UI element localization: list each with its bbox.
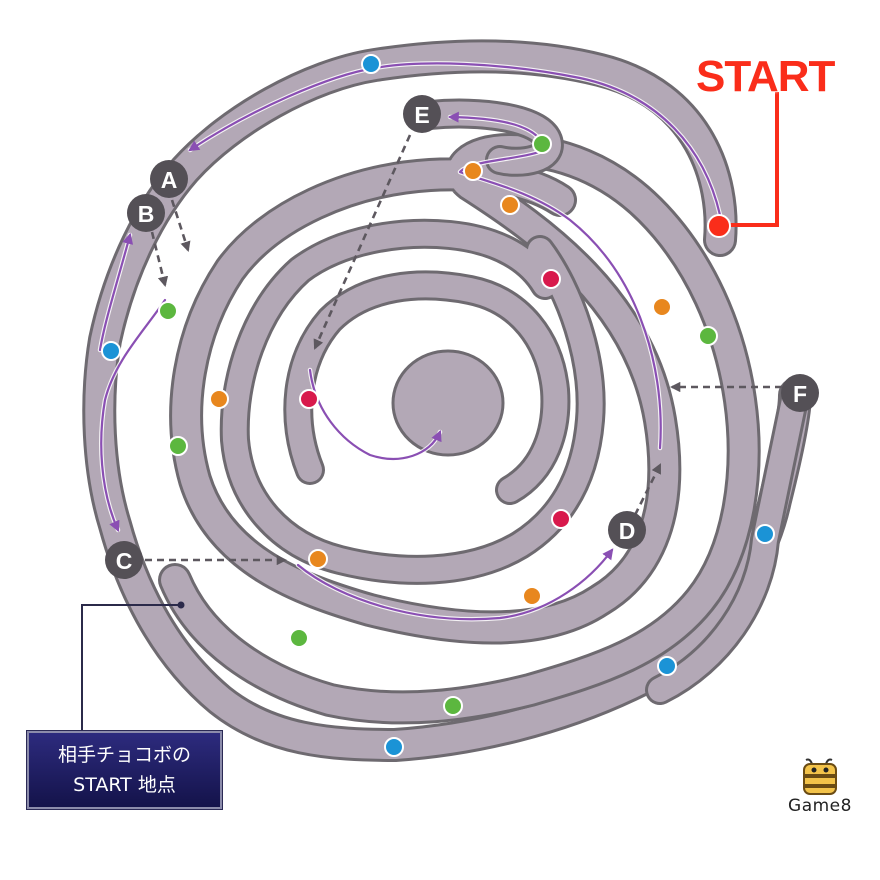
svg-text:D: D — [619, 518, 636, 544]
item-dot — [755, 524, 775, 544]
shortcut-d — [633, 463, 662, 516]
marker-d: D — [608, 511, 646, 549]
track — [82, 39, 812, 762]
racing-line — [97, 61, 723, 622]
item-dot — [209, 389, 229, 409]
item-dots — [101, 54, 775, 757]
start-connector — [707, 92, 779, 238]
logo-text: Game8 — [788, 796, 852, 816]
item-dot — [101, 341, 121, 361]
svg-text:B: B — [138, 201, 155, 227]
marker-f: F — [781, 374, 819, 412]
shortcut-b — [150, 231, 169, 288]
item-dot — [551, 509, 571, 529]
svg-text:A: A — [161, 167, 178, 193]
item-dot — [657, 656, 677, 676]
shortcut-a — [170, 199, 191, 252]
svg-text:F: F — [793, 381, 807, 407]
svg-text:E: E — [414, 102, 429, 128]
item-dot — [299, 389, 319, 409]
rival-start-connector — [81, 601, 185, 733]
marker-c: C — [105, 541, 143, 579]
item-dot — [522, 586, 542, 606]
rival-start-line1: 相手チョコボの — [57, 744, 191, 766]
item-dot — [361, 54, 381, 74]
item-dot — [500, 195, 520, 215]
item-dot — [168, 436, 188, 456]
rival-start-point — [177, 601, 185, 609]
rival-start-label: 相手チョコボの START 地点 — [27, 731, 222, 809]
item-dot — [289, 628, 309, 648]
start-label: START — [696, 52, 835, 101]
start-point — [707, 214, 731, 238]
marker-b: B — [127, 194, 165, 232]
svg-text:C: C — [116, 548, 133, 574]
item-dot — [541, 269, 561, 289]
item-dot — [698, 326, 718, 346]
marker-a: A — [150, 160, 188, 198]
item-dot — [652, 297, 672, 317]
item-dot — [443, 696, 463, 716]
rival-start-line2: START 地点 — [73, 774, 176, 796]
shortcuts — [145, 134, 782, 566]
item-dot — [308, 549, 328, 569]
item-dot — [158, 301, 178, 321]
game8-logo: Game8 — [780, 756, 860, 818]
marker-e: E — [403, 95, 441, 133]
item-dot — [532, 134, 552, 154]
bee-mascot-icon — [803, 758, 837, 795]
shortcut-e — [313, 134, 412, 350]
item-dot — [384, 737, 404, 757]
item-dot — [463, 161, 483, 181]
